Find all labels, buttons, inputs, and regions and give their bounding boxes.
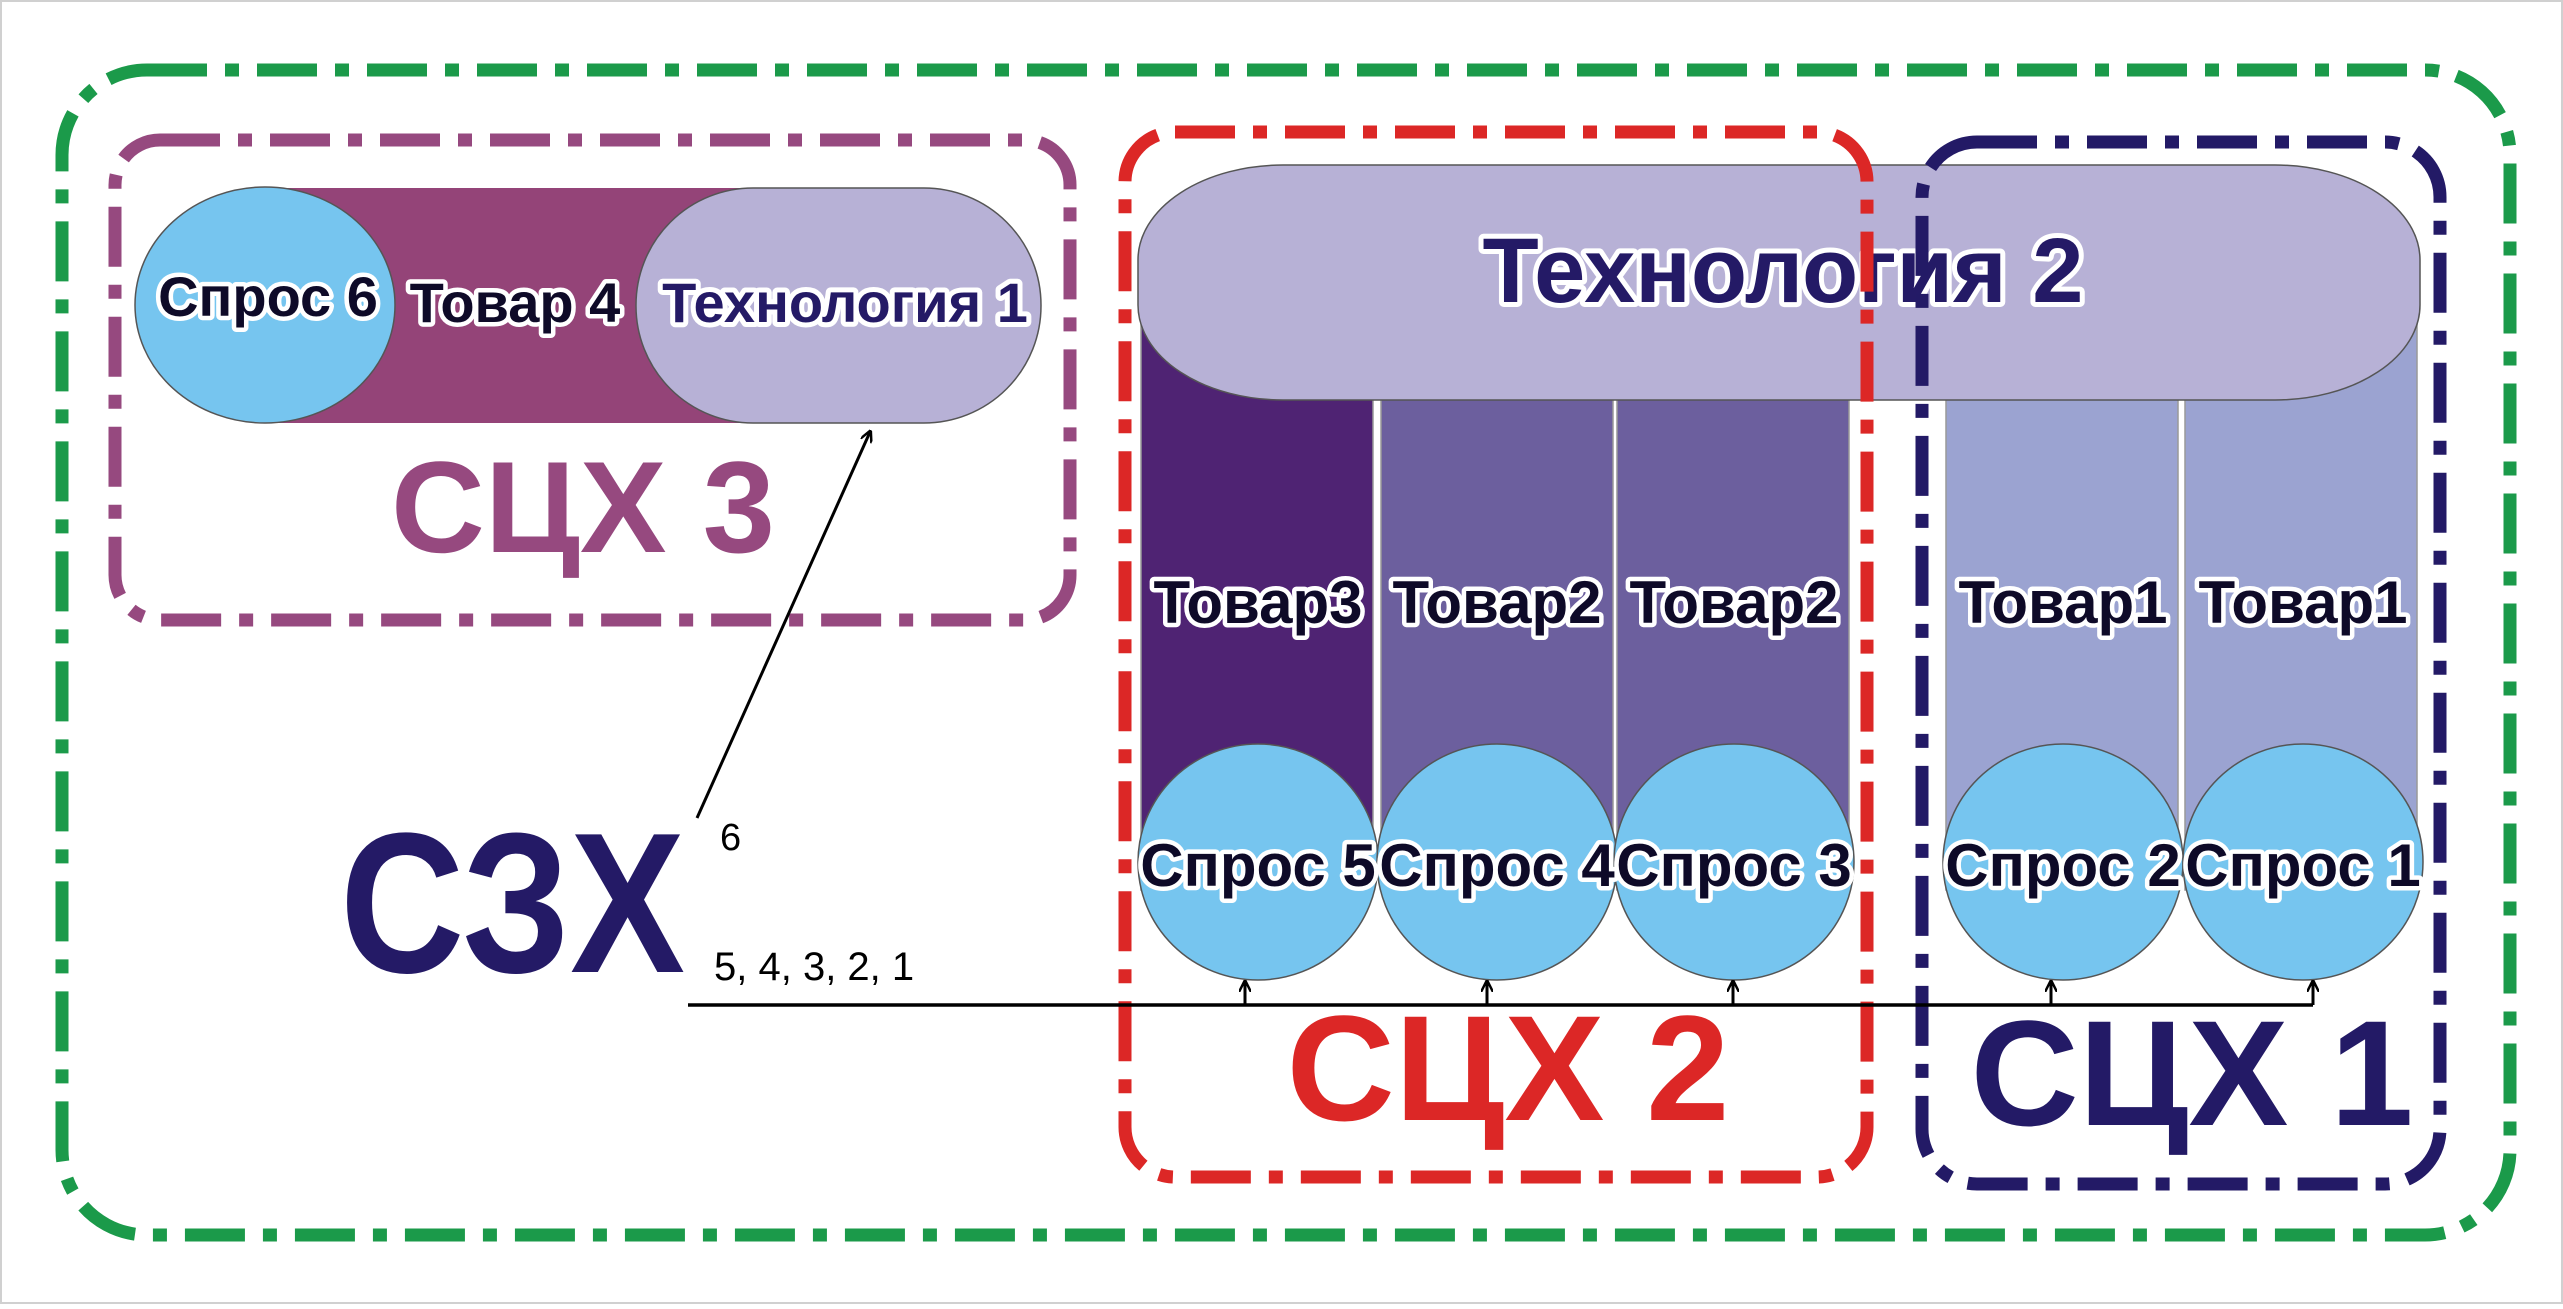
technology-2-label: Технология 2 <box>1483 220 2084 322</box>
arrow-right-label: 5, 4, 3, 2, 1 <box>714 945 914 989</box>
technology-1-label: Технология 1 <box>662 271 1028 334</box>
column-1-product-label: Товар3 <box>1153 569 1362 636</box>
group-2: СЦХ 2 <box>1118 125 1874 1184</box>
technology-2-band <box>1137 164 2421 401</box>
column-4-demand-label: Спрос 2 <box>1945 832 2181 899</box>
arrow-to-technology-1 <box>695 432 870 819</box>
column-4-product-label: Товар1 <box>1958 569 2167 636</box>
group-3-label: СЦХ 3 <box>391 434 775 580</box>
technology-1-pill <box>635 187 1042 424</box>
column-1-demand-label: Спрос 5 <box>1140 832 1376 899</box>
szh-block: СЗХ 6 5, 4, 3, 2, 1 <box>340 432 2313 1015</box>
outer-boundary <box>55 63 2517 1242</box>
group-2-label: СЦХ 2 <box>1286 984 1729 1152</box>
column-2-demand-label: Спрос 4 <box>1379 832 1615 899</box>
column-3-product-label: Товар2 <box>1629 569 1838 636</box>
column-5-product-label: Товар1 <box>2198 569 2407 636</box>
arrow-up-label: 6 <box>720 817 741 859</box>
demand-6-label: Спрос 6 <box>158 265 378 328</box>
technology-2-block: Технология 2 Товар3 Товар2 Товар2 Товар1… <box>1136 164 2425 981</box>
group-1: СЦХ 1 <box>1915 135 2447 1191</box>
group-2-boundary <box>1118 125 1874 1184</box>
demand-6-circle <box>134 186 396 424</box>
column-5-demand-label: Спрос 1 <box>2185 832 2421 899</box>
column-3-demand-label: Спрос 3 <box>1616 832 1852 899</box>
group-1-label: СЦХ 1 <box>1970 989 2413 1157</box>
group-1-boundary <box>1915 135 2447 1191</box>
product-4-band <box>255 188 755 423</box>
product-4-label: Товар 4 <box>410 271 621 334</box>
group-3: Спрос 6 Товар 4 Технология 1 СЦХ 3 <box>108 133 1077 627</box>
demand-1-circle <box>2182 743 2424 981</box>
group-3-boundary <box>108 133 1077 627</box>
column-2-product-label: Товар2 <box>1392 569 1601 636</box>
szh-label: СЗХ <box>340 792 685 1015</box>
